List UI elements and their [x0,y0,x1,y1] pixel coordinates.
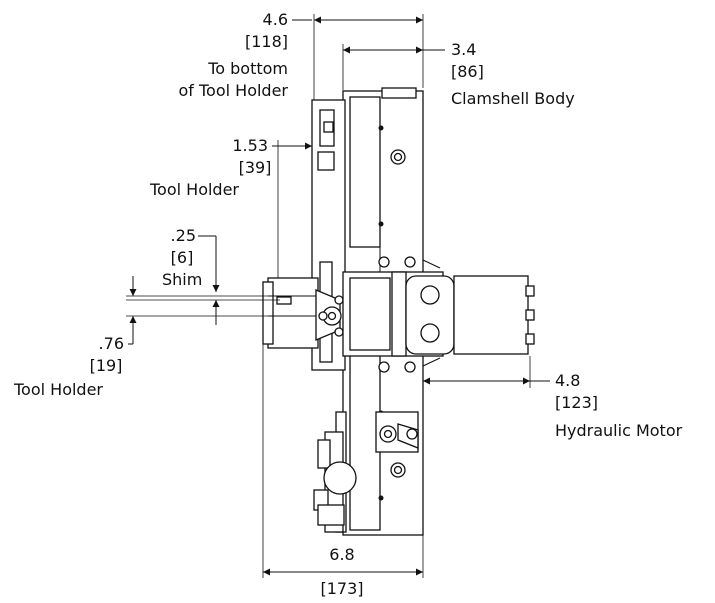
callout-hydraulic-motor: 4.8 [123] Hydraulic Motor [555,371,683,440]
lower-clamp-assembly [313,411,419,533]
dim-metric: [123] [555,393,598,412]
dim-value: .76 [99,334,124,353]
dim-metric: [118] [245,32,288,51]
dim-label: Hydraulic Motor [555,421,683,440]
dim-metric: [39] [239,158,272,177]
callout-overall-width: 6.8 [173] [320,545,363,598]
dim-label: To bottom [207,59,288,78]
dim-metric: [19] [90,356,123,375]
dim-label: Clamshell Body [451,89,575,108]
dim-label: Tool Holder [13,380,103,399]
callout-clamshell-body: 3.4 [86] Clamshell Body [451,40,575,108]
dim-value: 6.8 [329,545,354,564]
dim-metric: [6] [171,248,194,267]
callout-tool-holder-lower: .76 [19] Tool Holder [13,334,124,399]
dim-value: 4.8 [555,371,580,390]
dim-value: 3.4 [451,40,476,59]
dim-value: 4.6 [263,10,288,29]
callout-tool-holder-bottom: 4.6 [118] To bottom of Tool Holder [178,10,288,100]
dimension-lines [126,14,550,578]
dim-metric: [173] [320,579,363,598]
dim-label: of Tool Holder [178,81,288,100]
dim-label: Tool Holder [149,180,239,199]
dim-value: .25 [171,226,196,245]
callout-tool-holder-upper: 1.53 [39] Tool Holder [149,136,271,199]
hydraulic-motor [342,271,535,357]
dim-label: Shim [162,270,202,289]
dim-value: 1.53 [232,136,268,155]
dim-metric: [86] [451,62,484,81]
callout-shim: .25 [6] Shim [162,226,202,289]
